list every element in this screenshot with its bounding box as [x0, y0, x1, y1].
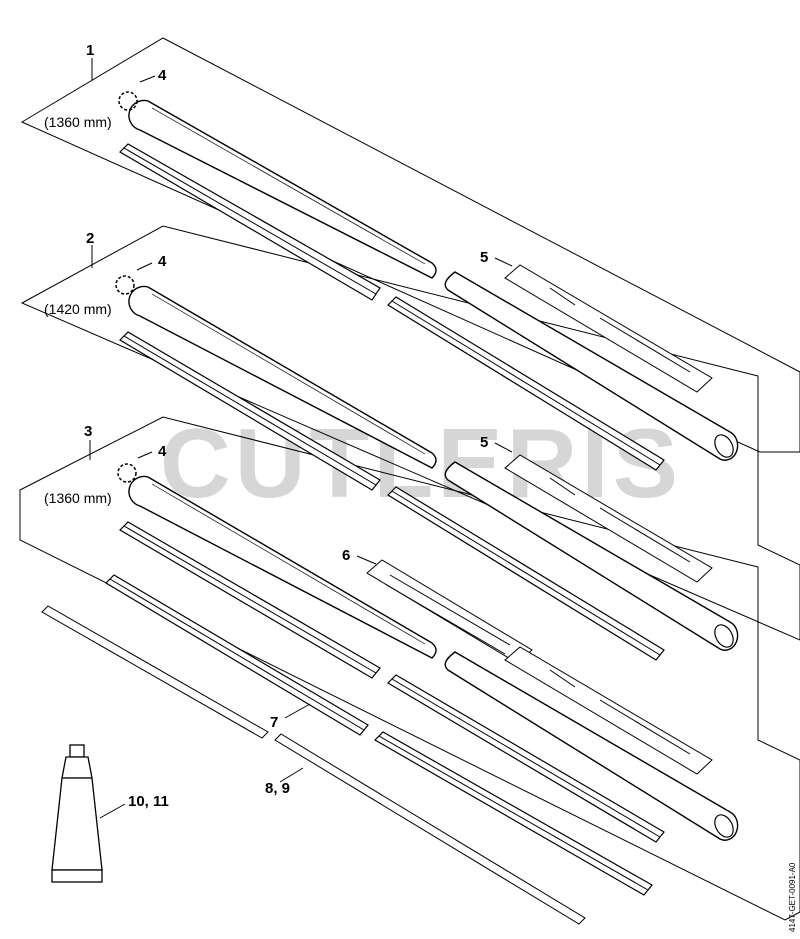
liner-rail-1b — [387, 296, 665, 471]
callout-10-11: 10, 11 — [128, 793, 169, 810]
reference-code: 4147-GET-0091-A0 — [788, 862, 797, 932]
callout-7: 7 — [270, 714, 278, 731]
grease-tube-icon — [51, 744, 103, 883]
callout-4: 4 — [158, 67, 167, 84]
lock-ring-icon — [118, 91, 138, 111]
liner-rail-4b — [374, 731, 653, 896]
dimension-label-3: (1360 mm) — [44, 490, 112, 506]
callout-6: 6 — [342, 547, 350, 564]
liner-rail-3b — [387, 674, 665, 843]
assembly-panel-2 — [20, 225, 800, 641]
info-label — [366, 559, 533, 664]
assembly-panel-3 — [19, 416, 800, 921]
warning-decal — [504, 264, 713, 393]
assembly-panel-1 — [20, 37, 800, 453]
callout-1: 1 — [86, 42, 94, 59]
liner-rail-2a — [119, 331, 381, 491]
drive-tube-3 — [128, 475, 739, 841]
liner-rail-3a — [119, 521, 381, 679]
liner-rail-1a — [119, 143, 381, 301]
callout-5: 5 — [480, 249, 488, 266]
callout-5: 5 — [480, 434, 488, 451]
lock-ring-icon — [115, 275, 135, 295]
liner-rail-2b — [387, 486, 665, 661]
callout-2: 2 — [86, 230, 94, 247]
drive-tube-2 — [128, 285, 739, 651]
warning-decal — [504, 454, 713, 583]
leader-lines — [89, 58, 513, 819]
callout-4: 4 — [158, 253, 167, 270]
callout-3: 3 — [84, 423, 92, 440]
dimension-label-1: (1360 mm) — [44, 114, 112, 130]
lock-ring-icon — [117, 463, 137, 483]
warning-decal — [504, 646, 713, 775]
callout-4: 4 — [158, 443, 167, 460]
drive-tube-1 — [128, 99, 739, 461]
drive-shaft — [41, 605, 586, 925]
liner-rail-4a — [105, 574, 369, 736]
dimension-label-2: (1420 mm) — [44, 301, 112, 317]
callout-8-9: 8, 9 — [265, 780, 290, 797]
